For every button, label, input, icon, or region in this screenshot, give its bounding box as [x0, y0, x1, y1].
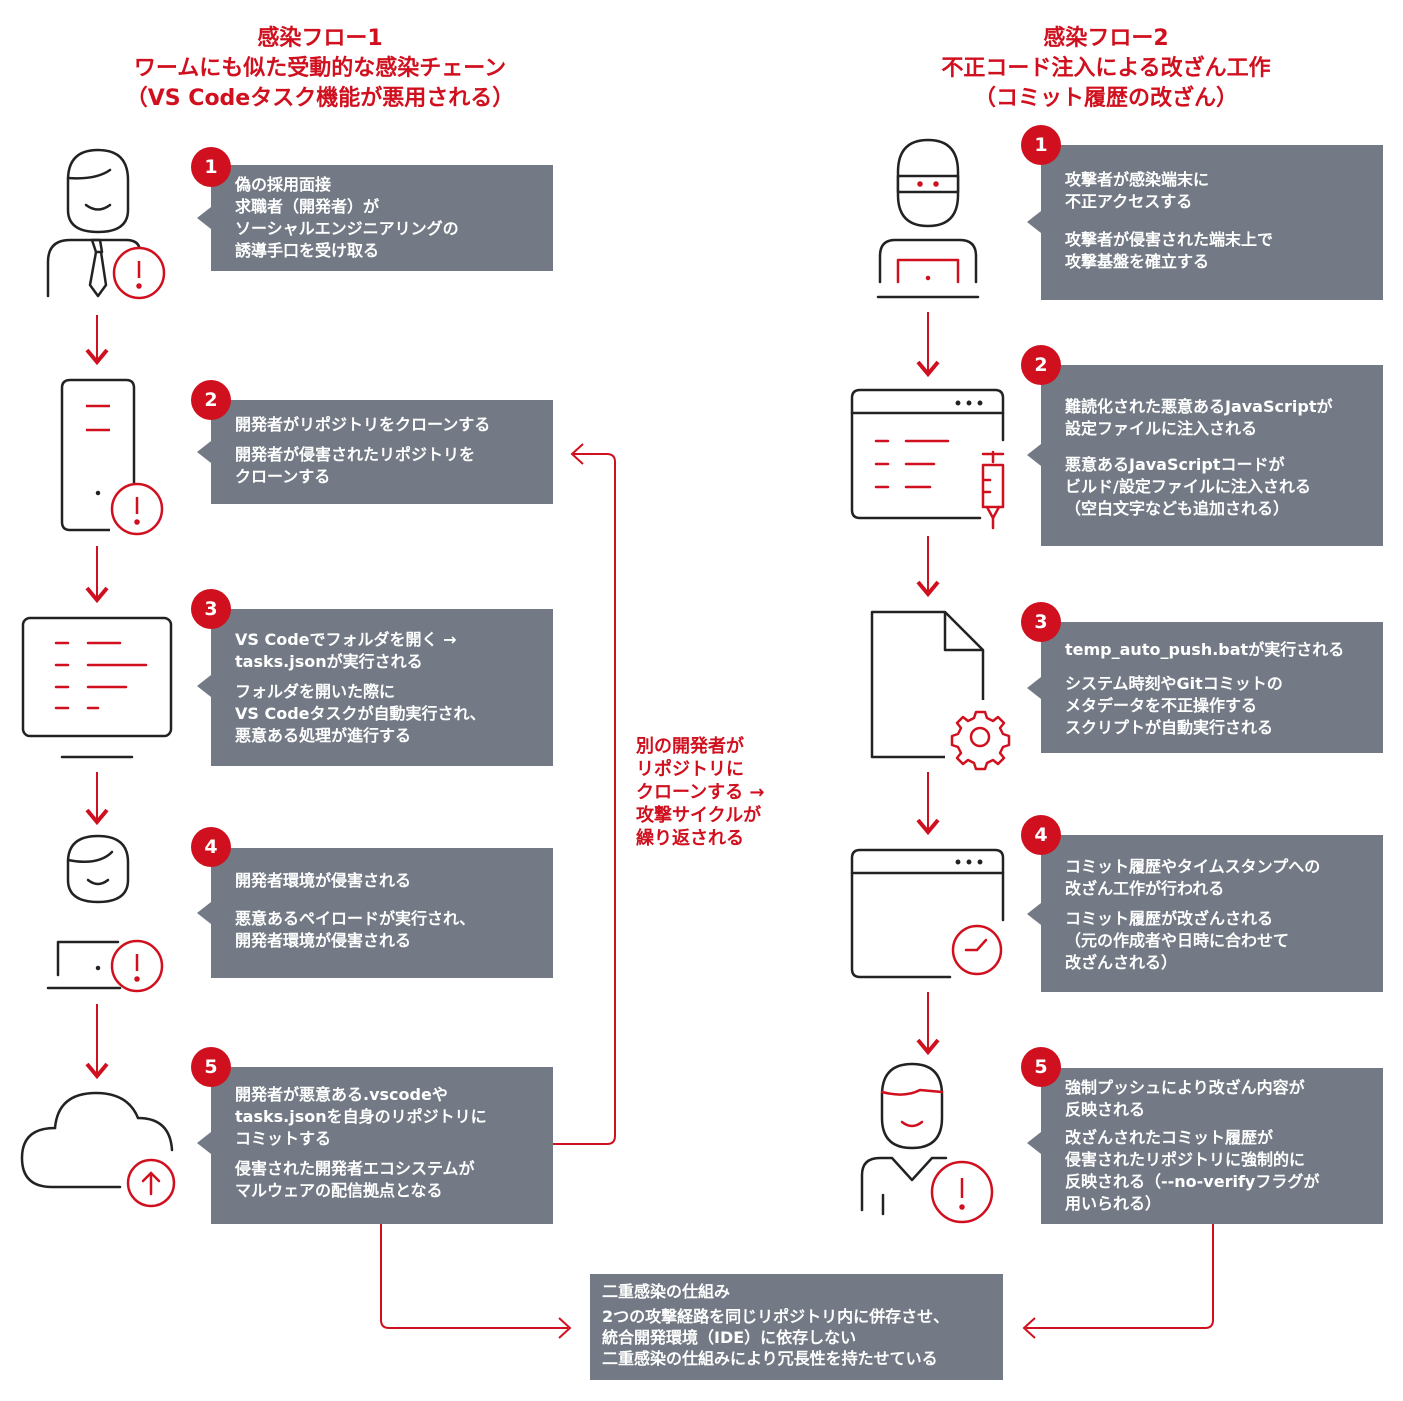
step-number-badge: 2 [1021, 345, 1061, 385]
step-number-badge: 5 [191, 1047, 231, 1087]
cycle-note: 別の開発者が リポジトリに クローンする → 攻撃サイクルが 繰り返される [636, 736, 765, 849]
flow2-title-line: 感染フロー2 [1043, 26, 1169, 51]
flow1-title-line: 感染フロー1 [257, 26, 383, 51]
step-text: 強制プッシュにより改ざん内容が 反映される [1065, 1078, 1305, 1119]
step-text: 開発者がリポジトリをクローンする [235, 415, 491, 434]
flow1-step-2-box: 開発者がリポジトリをクローンする 開発者が侵害されたリポジトリを クローンする [197, 400, 553, 504]
step-number-badge: 1 [1021, 125, 1061, 165]
flow1-title-line: ワームにも似た受動的な感染チェーン [133, 56, 507, 81]
flow2-title: 感染フロー2 不正コード注入による改ざん工作 （コミット履歴の改ざん） [856, 24, 1356, 114]
flow2-step-3-box: temp_auto_push.batが実行される システム時刻やGitコミットの… [1027, 622, 1383, 753]
flow1-title: 感染フロー1 ワームにも似た受動的な感染チェーン （VS Codeタスク機能が悪… [60, 24, 580, 114]
step-text: 侵害された開発者エコシステムが マルウェアの配信拠点となる [235, 1159, 475, 1200]
step-text: 悪意あるペイロードが実行され、 開発者環境が侵害される [235, 909, 476, 950]
step-text: 開発者が侵害されたリポジトリを クローンする [235, 445, 476, 486]
step-text: 開発者環境が侵害される [235, 871, 412, 890]
script-file-gear-icon [870, 610, 1011, 771]
step-text: 攻撃者が侵害された端末上で 攻撃基盤を確立する [1065, 230, 1274, 271]
step-text: コミット履歴が改ざんされる （元の作成者や日時に合わせて 改ざんされる） [1065, 909, 1290, 972]
step-number-badge: 4 [1021, 815, 1061, 855]
step-number-badge: 5 [1021, 1047, 1061, 1087]
flow2-step-4-box: コミット履歴やタイムスタンプへの 改ざん工作が行われる コミット履歴が改ざんされ… [1027, 835, 1383, 992]
step-text: 開発者が悪意ある.vscodeや tasks.jsonを自身のリポジトリに コミ… [235, 1085, 487, 1148]
step-number-badge: 2 [191, 380, 231, 420]
step-number-badge: 3 [1021, 602, 1061, 642]
warning-icon-r5 [930, 1160, 994, 1224]
cloud-upload-icon [20, 1091, 176, 1208]
warning-icon-4 [110, 939, 164, 993]
flow1-step-4-box: 開発者環境が侵害される 悪意あるペイロードが実行され、 開発者環境が侵害される [197, 848, 553, 978]
developer-laptop-icon [46, 834, 130, 990]
summary-line: 2つの攻撃経路を同じリポジトリ内に併存させ、 [602, 1307, 950, 1326]
step-number-badge: 1 [191, 147, 231, 187]
job-seeker-icon [46, 148, 142, 298]
attacker-laptop-icon [876, 138, 980, 299]
monitor-code-icon [21, 616, 173, 759]
flow1-step-3-box: VS Codeでフォルダを開く → tasks.jsonが実行される フォルダを… [197, 609, 553, 766]
step-text: コミット履歴やタイムスタンプへの 改ざん工作が行われる [1065, 857, 1321, 898]
summary-line: 統合開発環境（IDE）に依存しない [602, 1328, 857, 1347]
step-text: システム時刻やGitコミットの メタデータを不正操作する スクリプトが自動実行さ… [1065, 674, 1283, 737]
repository-server-icon [60, 378, 136, 532]
step-text: 偽の採用面接 求職者（開発者）が ソーシャルエンジニアリングの 誘導手口を受け取… [235, 175, 459, 260]
summary-line: 二重感染の仕組みにより冗長性を持たせている [602, 1349, 938, 1368]
step-number-badge: 4 [191, 827, 231, 867]
step-text: VS Codeでフォルダを開く → tasks.jsonが実行される [235, 630, 457, 671]
flow1-step-5-box: 開発者が悪意ある.vscodeや tasks.jsonを自身のリポジトリに コミ… [197, 1067, 553, 1224]
flow1-step-1-box: 偽の採用面接 求職者（開発者）が ソーシャルエンジニアリングの 誘導手口を受け取… [197, 165, 553, 271]
flow2-title-line: （コミット履歴の改ざん） [973, 86, 1238, 111]
cycle-connector [553, 453, 616, 1145]
flow1-title-line: （VS Codeタスク機能が悪用される） [125, 86, 515, 111]
browser-syringe-icon [850, 388, 1005, 530]
summary-title: 二重感染の仕組み [602, 1282, 731, 1301]
step-text: temp_auto_push.batが実行される [1065, 640, 1345, 659]
warning-icon-1 [112, 246, 166, 300]
step-text: フォルダを開いた際に VS Codeタスクが自動実行され、 悪意ある処理が進行す… [235, 682, 486, 745]
warning-icon-2 [110, 482, 164, 536]
browser-clock-icon [850, 848, 1005, 979]
attacker-person-icon [860, 1062, 948, 1216]
step-text: 攻撃者が感染端末に 不正アクセスする [1065, 170, 1210, 211]
flow2-step-1-box: 攻撃者が感染端末に 不正アクセスする 攻撃者が侵害された端末上で 攻撃基盤を確立… [1027, 145, 1383, 300]
step-text: 改ざんされたコミット履歴が 侵害されたリポジトリに強制的に 反映される（--no… [1065, 1128, 1320, 1213]
step-text: 悪意あるJavaScriptコードが ビルド/設定ファイルに注入される （空白文… [1065, 455, 1311, 518]
flow2-step-5-box: 強制プッシュにより改ざん内容が 反映される 改ざんされたコミット履歴が 侵害され… [1027, 1068, 1383, 1224]
flow2-step-2-box: 難読化された悪意あるJavaScriptが 設定ファイルに注入される 悪意あるJ… [1027, 365, 1383, 546]
summary-box: 二重感染の仕組み 2つの攻撃経路を同じリポジトリ内に併存させ、 統合開発環境（I… [590, 1274, 1003, 1380]
flow2-title-line: 不正コード注入による改ざん工作 [941, 56, 1271, 81]
step-text: 難読化された悪意あるJavaScriptが 設定ファイルに注入される [1065, 397, 1333, 438]
step-number-badge: 3 [191, 589, 231, 629]
